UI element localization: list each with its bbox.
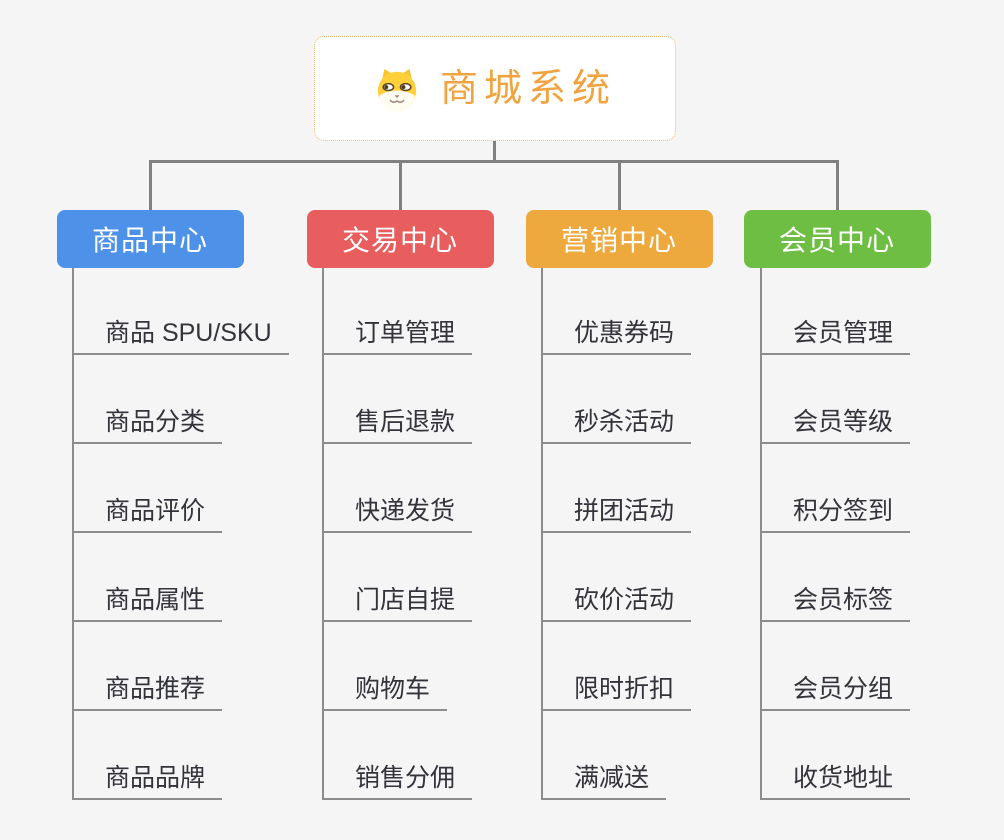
leaf-node[interactable]: 商品品牌 (72, 764, 223, 800)
leaf-node[interactable]: 商品 SPU/SKU (72, 319, 289, 355)
leaf-node[interactable]: 积分签到 (760, 497, 911, 533)
leaf-node[interactable]: 会员等级 (760, 408, 911, 444)
branch-node-0[interactable]: 商品中心 (56, 210, 244, 268)
connector-line (541, 268, 543, 800)
connector-line (322, 268, 324, 800)
root-node-mall-system[interactable]: 商城系统 (314, 36, 676, 141)
dog-face-icon (377, 68, 417, 112)
branch-label: 商品中心 (91, 225, 208, 256)
leaf-node[interactable]: 商品推荐 (72, 675, 223, 711)
leaf-node[interactable]: 快递发货 (322, 497, 473, 533)
leaf-node[interactable]: 商品属性 (72, 586, 223, 622)
connector-line (760, 268, 762, 800)
branch-node-3[interactable]: 会员中心 (743, 210, 931, 268)
connector-line (493, 141, 496, 163)
branch-label: 会员中心 (778, 225, 895, 256)
leaf-node[interactable]: 满减送 (541, 764, 667, 800)
leaf-node[interactable]: 秒杀活动 (541, 408, 692, 444)
leaf-node[interactable]: 门店自提 (322, 586, 473, 622)
branch-label: 交易中心 (341, 225, 458, 256)
leaf-node[interactable]: 会员分组 (760, 675, 911, 711)
leaf-node[interactable]: 商品评价 (72, 497, 223, 533)
leaf-node[interactable]: 购物车 (322, 675, 448, 711)
connector-line (398, 160, 402, 210)
leaf-node[interactable]: 订单管理 (322, 319, 473, 355)
root-title: 商城系统 (439, 67, 616, 110)
leaf-node[interactable]: 限时折扣 (541, 675, 692, 711)
leaf-node[interactable]: 销售分佣 (322, 764, 473, 800)
branch-label: 营销中心 (560, 225, 677, 256)
connector-line (72, 268, 74, 800)
leaf-node[interactable]: 商品分类 (72, 408, 223, 444)
connector-line (148, 160, 839, 163)
leaf-node[interactable]: 会员管理 (760, 319, 911, 355)
connector-line (148, 160, 152, 210)
leaf-node[interactable]: 售后退款 (322, 408, 473, 444)
connector-line (617, 160, 621, 210)
leaf-node[interactable]: 拼团活动 (541, 497, 692, 533)
leaf-node[interactable]: 会员标签 (760, 586, 911, 622)
connector-line (835, 160, 839, 210)
leaf-node[interactable]: 收货地址 (760, 764, 911, 800)
leaf-node[interactable]: 砍价活动 (541, 586, 692, 622)
branch-node-1[interactable]: 交易中心 (306, 210, 494, 268)
leaf-node[interactable]: 优惠券码 (541, 319, 692, 355)
branch-node-2[interactable]: 营销中心 (525, 210, 713, 268)
